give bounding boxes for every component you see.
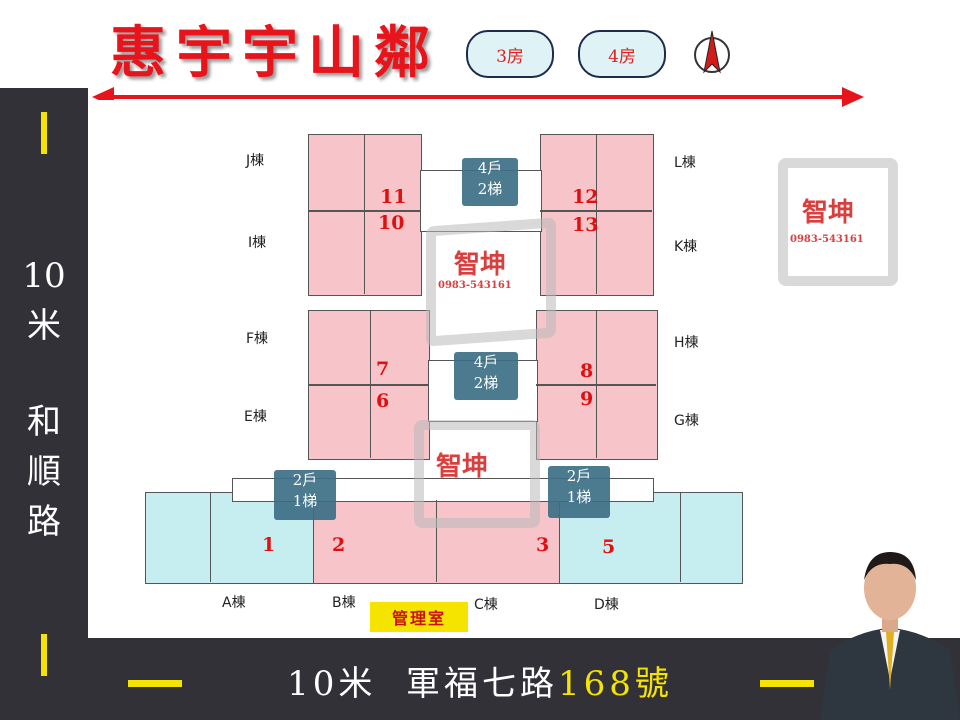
building-label-b: B棟 — [332, 595, 356, 611]
bottom-street-number: 168號 — [557, 664, 673, 704]
left-street-unit: 米 — [27, 306, 61, 346]
unit-number-13: 13 — [572, 214, 599, 236]
left-street-char-1: 和 — [27, 402, 61, 442]
unit-number-6: 6 — [376, 390, 390, 412]
page-title: 惠宇宇山鄰 — [110, 20, 440, 86]
elevator-info-bottom-right: 2戶 1梯 — [548, 466, 610, 518]
building-label-c: C棟 — [474, 597, 498, 613]
elevator-info-middle: 4戶 2梯 — [454, 352, 518, 400]
watermark-logo-middle — [414, 420, 540, 528]
elevator-middle-households: 4戶 — [473, 353, 499, 371]
unit-number-7: 7 — [376, 358, 390, 380]
management-office-label[interactable]: 管理室 — [370, 602, 468, 632]
building-label-k: K棟 — [674, 239, 698, 255]
unit-number-1: 1 — [262, 534, 276, 556]
elevator-top-lifts: 2梯 — [477, 180, 503, 198]
unit-number-10: 10 — [378, 212, 405, 234]
building-label-i: I棟 — [248, 235, 267, 251]
divider — [680, 492, 681, 582]
unit-number-11: 11 — [380, 186, 407, 208]
left-street-width: 10 — [22, 256, 66, 296]
unit-block-11-10[interactable] — [308, 134, 422, 296]
elevator-top-households: 4戶 — [477, 159, 503, 177]
divider — [370, 310, 371, 458]
unit-block-12-13[interactable] — [540, 134, 654, 296]
left-street-char-3: 路 — [27, 502, 61, 542]
bottom-street-name: 軍福七路 — [405, 664, 558, 704]
divider — [436, 500, 437, 582]
unit-number-2: 2 — [332, 534, 346, 556]
elevator-info-top: 4戶 2梯 — [462, 158, 518, 206]
building-label-d: D棟 — [594, 597, 619, 613]
unit-number-8: 8 — [580, 360, 594, 382]
elevator-bl-households: 2戶 — [292, 471, 318, 489]
road-marking-right — [760, 680, 814, 687]
road-marking-bottom — [41, 634, 47, 676]
road-marking-top — [41, 112, 47, 154]
room-type-4-badge[interactable]: 4房 — [578, 30, 666, 78]
watermark-phone-right: 0983-543161 — [790, 234, 864, 245]
room-type-4-label: 4房 — [608, 46, 636, 67]
elevator-info-bottom-left: 2戶 1梯 — [274, 470, 336, 520]
watermark-name-right: 智坤 — [802, 198, 855, 228]
arrow-right-head-icon — [842, 87, 864, 107]
bottom-street-label: 10米 軍福七路168號 — [0, 656, 960, 705]
unit-block-2-3[interactable] — [313, 500, 561, 584]
divider — [210, 492, 211, 582]
elevator-middle-lifts: 2梯 — [473, 374, 499, 392]
watermark-phone-top: 0983-543161 — [438, 280, 512, 291]
building-label-l: L棟 — [674, 155, 696, 171]
watermark-name-top: 智坤 — [454, 250, 507, 280]
bottom-street-prefix: 10米 — [287, 664, 377, 704]
elevator-bl-lifts: 1梯 — [292, 492, 318, 510]
building-label-h: H棟 — [674, 335, 699, 351]
road-marking-left — [128, 680, 182, 687]
bottom-street-bar — [0, 638, 960, 720]
watermark-logo-right — [778, 158, 898, 286]
divider — [596, 310, 597, 458]
room-type-3-label: 3房 — [496, 46, 524, 67]
building-label-e: E棟 — [244, 409, 267, 425]
divider — [308, 384, 428, 386]
building-label-j: J棟 — [246, 153, 265, 169]
building-label-f: F棟 — [246, 331, 269, 347]
elevator-br-lifts: 1梯 — [566, 488, 592, 506]
unit-number-9: 9 — [580, 388, 594, 410]
left-street-panel — [0, 88, 88, 720]
divider — [596, 134, 597, 294]
building-label-g: G棟 — [674, 413, 699, 429]
room-type-3-badge[interactable]: 3房 — [466, 30, 554, 78]
width-arrow-line — [106, 95, 854, 99]
north-arrow-icon — [694, 30, 730, 74]
unit-number-12: 12 — [572, 186, 599, 208]
building-label-a: A棟 — [222, 595, 246, 611]
elevator-br-households: 2戶 — [566, 467, 592, 485]
agent-photo — [820, 552, 960, 720]
watermark-name-middle: 智坤 — [436, 452, 489, 482]
left-street-char-2: 順 — [27, 452, 61, 492]
unit-number-3: 3 — [536, 534, 550, 556]
divider — [364, 134, 365, 294]
unit-number-5: 5 — [602, 536, 616, 558]
